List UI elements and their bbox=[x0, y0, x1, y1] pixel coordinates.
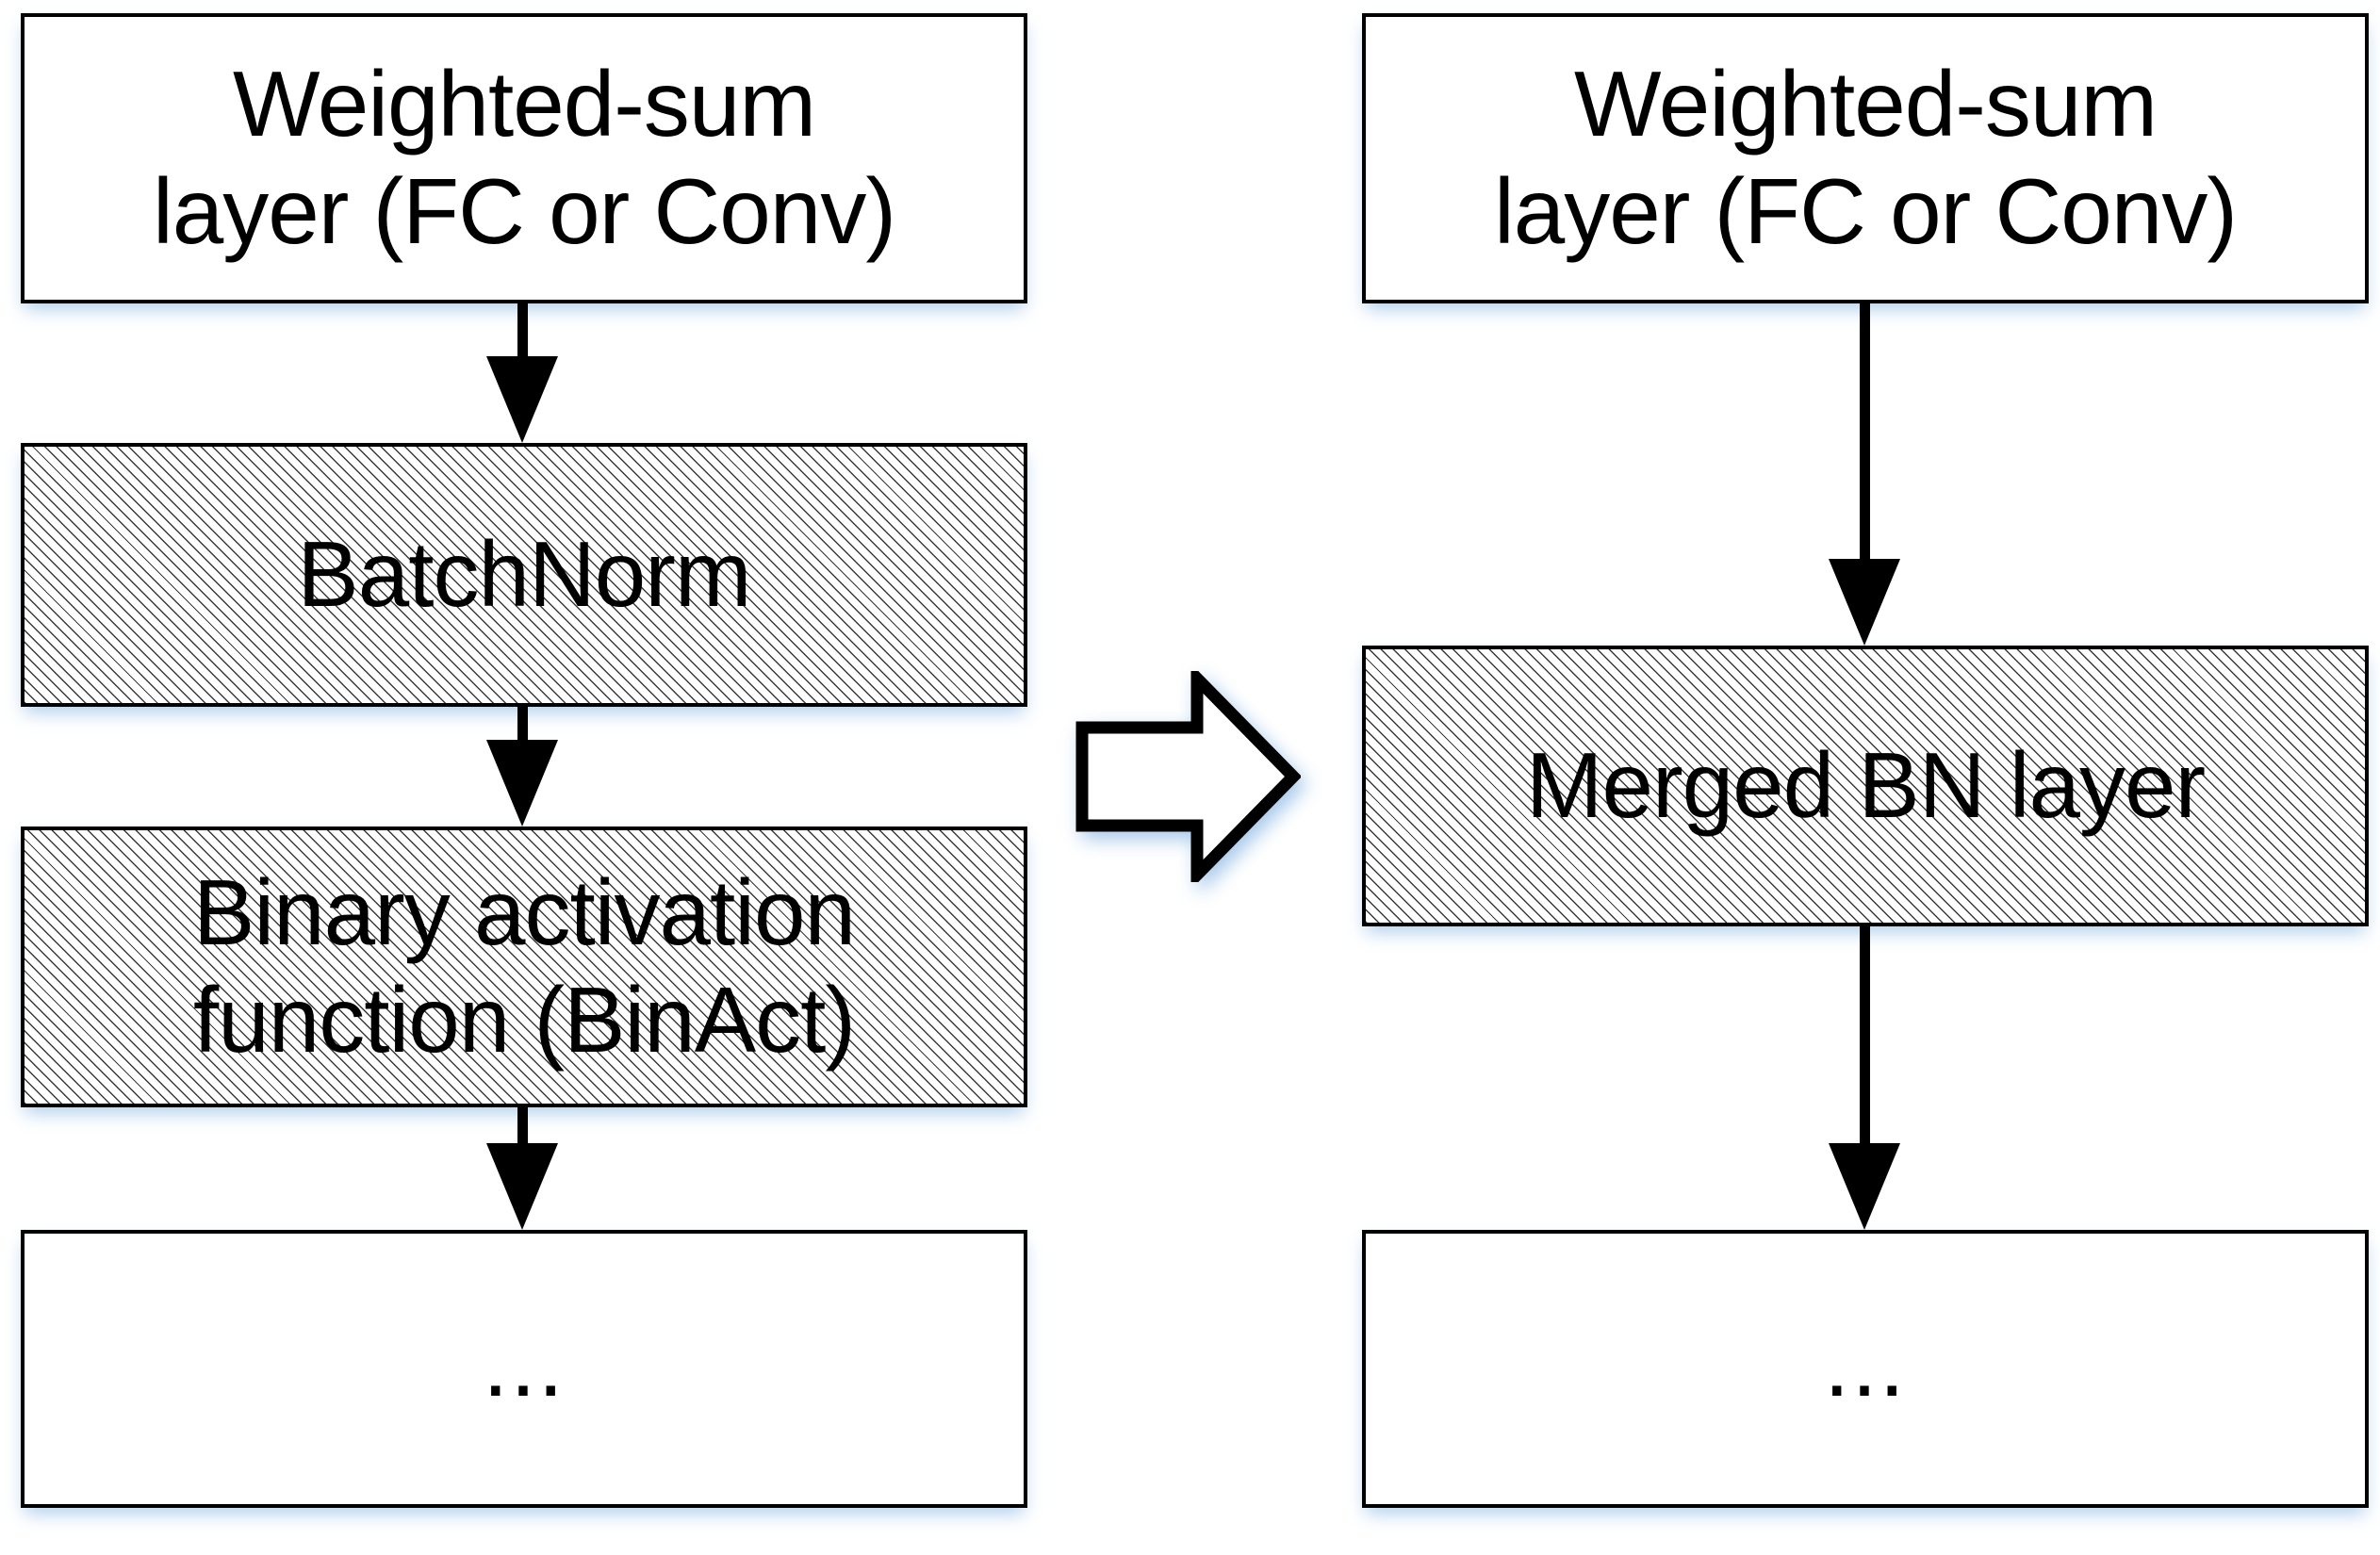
node-label: Binary activation function (BinAct) bbox=[192, 860, 856, 1072]
node-label: Merged BN layer bbox=[1525, 733, 2206, 838]
arrow-head-icon bbox=[1829, 559, 1900, 646]
node-label: BatchNorm bbox=[297, 522, 751, 627]
arrow-shaft bbox=[1859, 303, 1870, 563]
transform-block-arrow-icon bbox=[1075, 663, 1303, 890]
arrow-head-icon bbox=[486, 1143, 558, 1230]
arrow-shaft bbox=[517, 1107, 528, 1153]
arrow-head-icon bbox=[486, 740, 558, 827]
node-more-layers-left[interactable]: ... bbox=[21, 1230, 1027, 1508]
arrow-shaft bbox=[517, 707, 528, 749]
node-batchnorm[interactable]: BatchNorm bbox=[21, 443, 1027, 707]
arrow-shaft bbox=[517, 303, 528, 360]
arrow-head-icon bbox=[1829, 1143, 1900, 1230]
node-label: ... bbox=[483, 1311, 566, 1416]
node-merged-bn-layer[interactable]: Merged BN layer bbox=[1362, 646, 2369, 926]
node-weighted-sum-layer-left[interactable]: Weighted-sum layer (FC or Conv) bbox=[21, 13, 1027, 303]
arrow-head-icon bbox=[486, 356, 558, 443]
node-label: ... bbox=[1824, 1311, 1907, 1416]
node-binary-activation-function[interactable]: Binary activation function (BinAct) bbox=[21, 827, 1027, 1107]
node-label: Weighted-sum layer (FC or Conv) bbox=[153, 52, 896, 263]
node-more-layers-right[interactable]: ... bbox=[1362, 1230, 2369, 1508]
node-label: Weighted-sum layer (FC or Conv) bbox=[1494, 52, 2238, 263]
node-weighted-sum-layer-right[interactable]: Weighted-sum layer (FC or Conv) bbox=[1362, 13, 2369, 303]
arrow-shaft bbox=[1859, 926, 1870, 1148]
